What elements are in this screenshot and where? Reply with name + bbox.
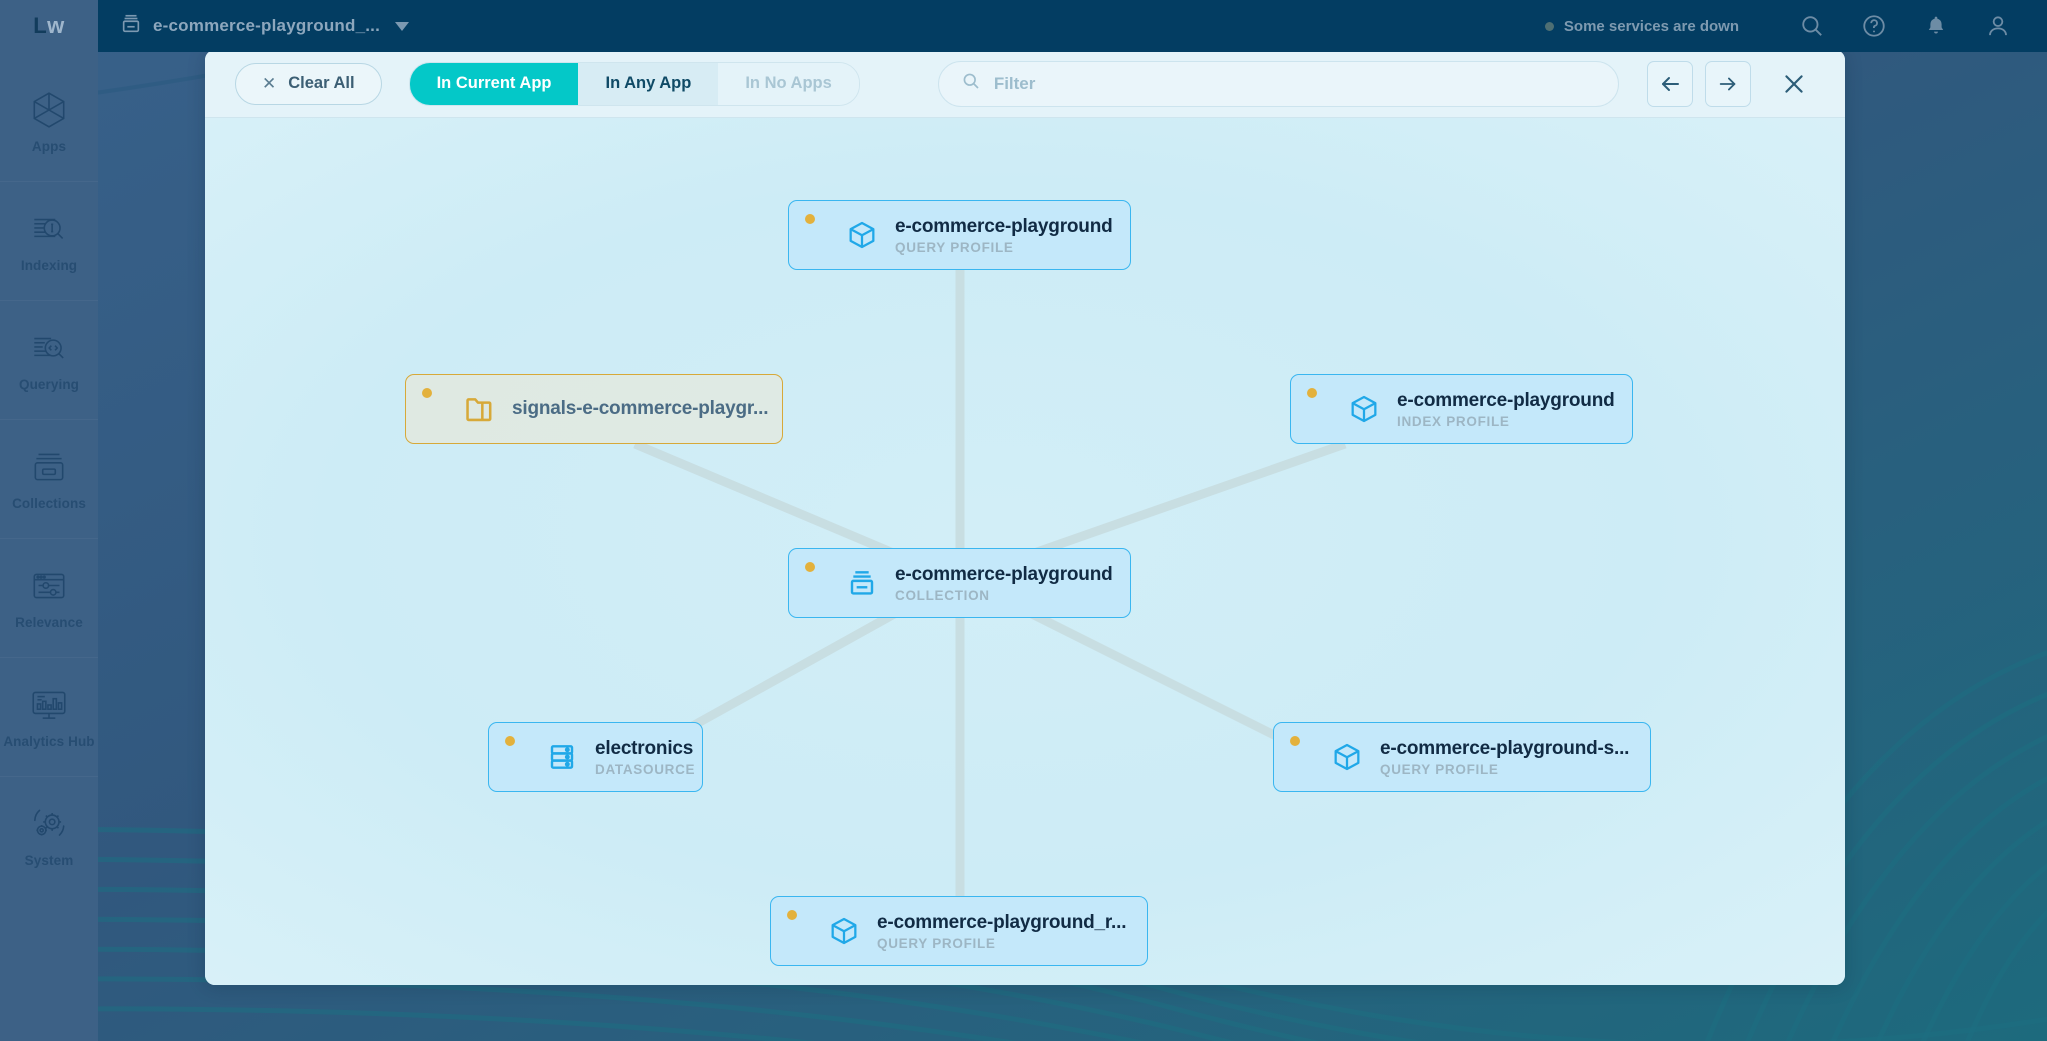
node-subtitle: INDEX PROFILE	[1397, 413, 1510, 429]
cube-icon	[1330, 740, 1364, 774]
node-title: e-commerce-playground_r...	[877, 911, 1127, 933]
clear-all-button[interactable]: ✕ Clear All	[235, 62, 382, 105]
node-status-dot-icon	[505, 736, 515, 746]
node-title: electronics	[595, 737, 694, 759]
app-name: e-commerce-playground_...	[153, 16, 381, 35]
graph-toolbar: ✕ Clear All In Current App In Any App In…	[205, 50, 1845, 118]
cube-icon	[827, 914, 861, 948]
graph-node-signals-collection[interactable]: signals-e-commerce-playgr...	[405, 374, 783, 444]
forward-button[interactable]	[1705, 60, 1751, 107]
search-icon	[961, 71, 981, 96]
node-subtitle: DATASOURCE	[595, 761, 696, 777]
cube-icon	[1347, 392, 1381, 426]
collection-icon	[845, 566, 879, 600]
node-status-dot-icon	[1307, 388, 1317, 398]
cube-icon	[845, 218, 879, 252]
segment-in-any-app[interactable]: In Any App	[578, 62, 719, 105]
node-title: e-commerce-playground-s...	[1380, 737, 1630, 759]
filter-box[interactable]	[937, 60, 1619, 107]
querying-icon	[27, 328, 71, 368]
datasource-icon	[545, 740, 579, 774]
graph-node-datasource-electronics[interactable]: electronics DATASOURCE	[488, 722, 703, 792]
filter-container	[937, 60, 1619, 107]
segment-in-no-apps[interactable]: In No Apps	[718, 62, 859, 105]
folder-icon	[462, 392, 496, 426]
graph-node-query-profile-recs[interactable]: e-commerce-playground_r... QUERY PROFILE	[770, 896, 1148, 966]
sidebar-item-apps[interactable]: Apps	[0, 62, 98, 181]
sidebar-item-analytics-hub[interactable]: Analytics Hub	[0, 657, 98, 776]
node-status-dot-icon	[1290, 736, 1300, 746]
sidebar-item-collections[interactable]: Collections	[0, 419, 98, 538]
user-icon[interactable]	[1967, 0, 2029, 52]
help-icon[interactable]	[1843, 0, 1905, 52]
app-selector[interactable]: e-commerce-playground_...	[98, 0, 431, 52]
sidebar-item-label: Querying	[18, 376, 80, 392]
node-subtitle: QUERY PROFILE	[877, 935, 996, 951]
indexing-icon	[27, 209, 71, 249]
left-sidebar: Apps Indexing Querying	[0, 52, 98, 1041]
apps-icon	[27, 90, 71, 130]
top-header: Lw e-commerce-playground_... Some servic…	[0, 0, 2047, 52]
graph-node-index-profile[interactable]: e-commerce-playground INDEX PROFILE	[1290, 374, 1633, 444]
close-icon: ✕	[262, 74, 277, 93]
sidebar-item-label: Analytics Hub	[3, 733, 95, 749]
segment-in-current-app[interactable]: In Current App	[409, 62, 579, 105]
node-title: signals-e-commerce-playgr...	[512, 398, 769, 419]
graph-node-query-profile-top[interactable]: e-commerce-playground QUERY PROFILE	[788, 200, 1131, 270]
app-scope-segmented-control: In Current App In Any App In No Apps	[408, 61, 860, 106]
status-badge[interactable]: Some services are down	[1544, 17, 1739, 35]
sidebar-item-relevance[interactable]: Relevance	[0, 538, 98, 657]
clear-all-label: Clear All	[288, 74, 355, 92]
chevron-down-icon[interactable]	[395, 21, 410, 31]
node-subtitle: COLLECTION	[895, 587, 990, 603]
status-text: Some services are down	[1563, 17, 1739, 35]
node-status-dot-icon	[787, 910, 797, 920]
graph-canvas[interactable]: e-commerce-playground QUERY PROFILE sign…	[205, 118, 1845, 985]
status-dot-icon	[1544, 21, 1554, 31]
back-button[interactable]	[1647, 60, 1693, 107]
node-title: e-commerce-playground	[1397, 389, 1615, 411]
sidebar-item-label: System	[24, 852, 74, 868]
logo[interactable]: Lw	[0, 0, 98, 52]
graph-node-query-profile-signals[interactable]: e-commerce-playground-s... QUERY PROFILE	[1273, 722, 1651, 792]
sidebar-item-label: Collections	[12, 495, 86, 511]
node-status-dot-icon	[422, 388, 432, 398]
relevance-icon	[27, 566, 71, 606]
relationship-graph-panel: ✕ Clear All In Current App In Any App In…	[205, 50, 1845, 985]
close-panel-button[interactable]	[1771, 61, 1817, 107]
collections-icon	[27, 447, 71, 487]
bell-icon[interactable]	[1905, 0, 1967, 52]
node-subtitle: QUERY PROFILE	[1380, 761, 1499, 777]
node-status-dot-icon	[805, 562, 815, 572]
node-status-dot-icon	[805, 214, 815, 224]
node-title: e-commerce-playground	[895, 215, 1113, 237]
search-icon[interactable]	[1781, 0, 1843, 52]
collection-icon	[120, 13, 142, 40]
system-icon	[27, 804, 71, 844]
filter-input[interactable]	[993, 73, 1596, 94]
sidebar-item-querying[interactable]: Querying	[0, 300, 98, 419]
sidebar-item-indexing[interactable]: Indexing	[0, 181, 98, 300]
graph-node-collection-center[interactable]: e-commerce-playground COLLECTION	[788, 548, 1131, 618]
sidebar-item-label: Indexing	[20, 257, 78, 273]
header-actions: Some services are down	[1544, 0, 2047, 52]
logo-text: Lw	[33, 13, 65, 38]
sidebar-item-label: Apps	[31, 138, 67, 154]
sidebar-item-label: Relevance	[15, 614, 83, 630]
node-subtitle: QUERY PROFILE	[895, 239, 1014, 255]
analytics-icon	[27, 685, 71, 725]
sidebar-item-system[interactable]: System	[0, 776, 98, 895]
node-title: e-commerce-playground	[895, 563, 1113, 585]
